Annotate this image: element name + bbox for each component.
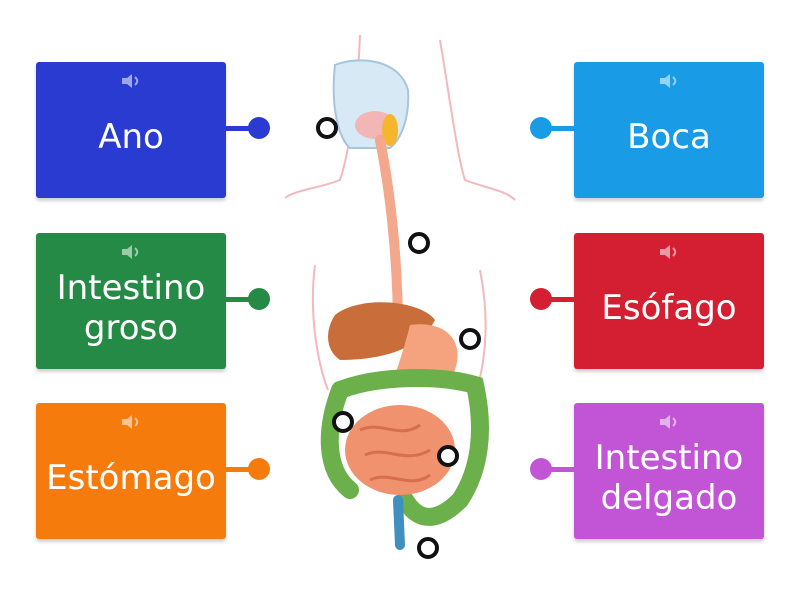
connector-handle[interactable]	[530, 458, 552, 480]
speaker-icon[interactable]	[658, 413, 680, 431]
card-label: Esófago	[601, 288, 737, 328]
connector-handle[interactable]	[248, 458, 270, 480]
card-label: Estómago	[46, 458, 216, 498]
connector-line	[538, 467, 574, 472]
card-label: Boca	[627, 117, 711, 157]
speaker-icon[interactable]	[120, 243, 142, 261]
drop-target-boca[interactable]	[316, 117, 338, 139]
label-card-intestino-grosso[interactable]: Intestino groso	[36, 233, 226, 369]
speaker-icon[interactable]	[658, 72, 680, 90]
connector-line	[226, 467, 262, 472]
speaker-icon[interactable]	[120, 72, 142, 90]
connector-line	[226, 297, 262, 302]
label-card-boca[interactable]: Boca	[574, 62, 764, 198]
connector-line	[538, 126, 574, 131]
drop-target-intestino-delgado[interactable]	[437, 445, 459, 467]
label-card-esofago[interactable]: Esófago	[574, 233, 764, 369]
connector-handle[interactable]	[530, 117, 552, 139]
speaker-icon[interactable]	[120, 413, 142, 431]
label-card-intestino-delgado[interactable]: Intestino delgado	[574, 403, 764, 539]
connector-line	[538, 297, 574, 302]
card-label: Intestino delgado	[594, 438, 744, 518]
connector-line	[226, 126, 262, 131]
speaker-icon[interactable]	[658, 243, 680, 261]
label-card-ano[interactable]: Ano	[36, 62, 226, 198]
card-label: Ano	[98, 117, 164, 157]
connector-handle[interactable]	[530, 288, 552, 310]
connector-handle[interactable]	[248, 288, 270, 310]
drop-target-ano[interactable]	[417, 537, 439, 559]
digestive-system-illustration	[284, 34, 516, 550]
card-label: Intestino groso	[56, 268, 206, 348]
label-card-estomago[interactable]: Estómago	[36, 403, 226, 539]
drop-target-intestino-grosso[interactable]	[332, 411, 354, 433]
connector-handle[interactable]	[248, 117, 270, 139]
drop-target-estomago[interactable]	[459, 328, 481, 350]
drop-target-esofago[interactable]	[408, 232, 430, 254]
